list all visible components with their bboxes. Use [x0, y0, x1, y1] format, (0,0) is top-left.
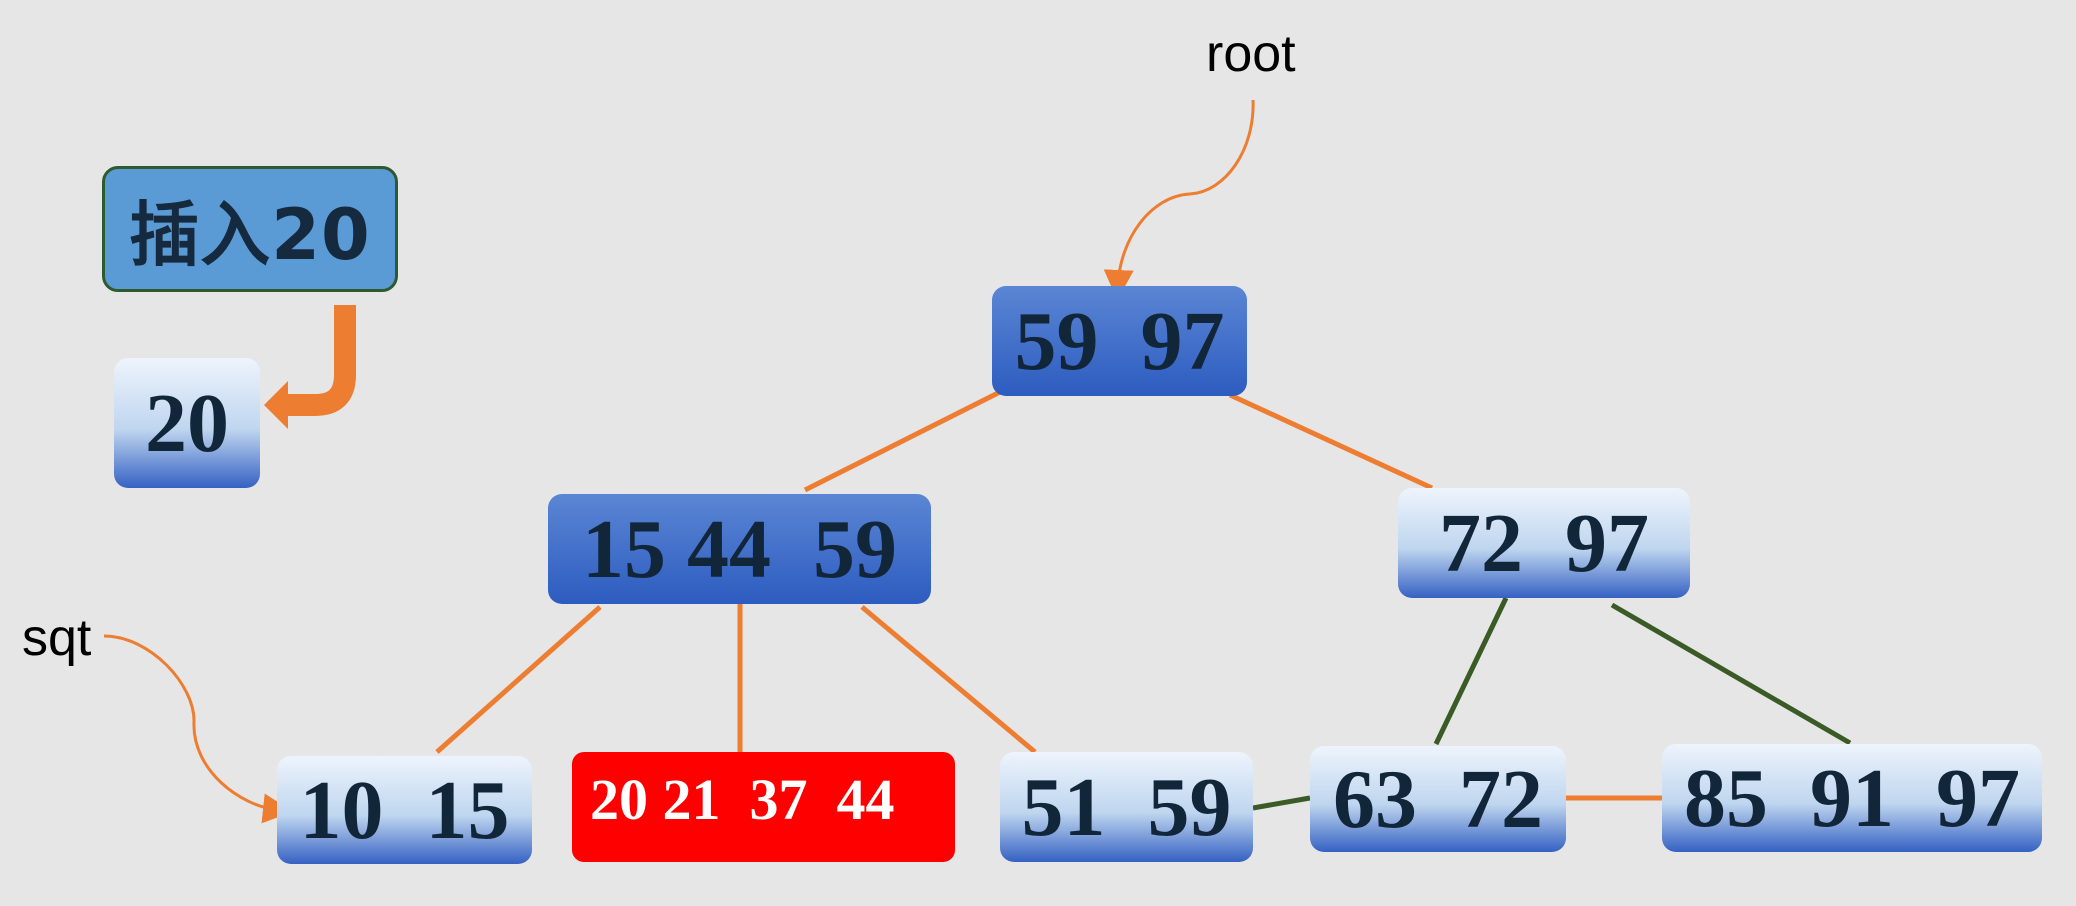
- edge-right-leaf5: [1610, 602, 1852, 746]
- new-key-node: 20: [114, 358, 260, 488]
- insert-arrow: [280, 305, 356, 416]
- leaf-node-4: 63 72: [1310, 746, 1566, 852]
- leaf-node-1: 10 15: [277, 756, 532, 864]
- leaf-node-5: 85 91 97: [1662, 744, 2042, 852]
- leaf-node-3: 51 59: [1000, 752, 1253, 862]
- insert-operation-box: 插入20: [102, 166, 398, 292]
- sqt-pointer-arrow: [103, 634, 293, 824]
- insert-arrowhead: [264, 381, 288, 429]
- root-node: 59 97: [992, 286, 1247, 396]
- edge-root-right: [1228, 392, 1434, 491]
- leaf-node-2-inserted: 20 21 37 44: [572, 752, 955, 862]
- root-pointer-arrow: [1103, 99, 1255, 300]
- edge-right-leaf4: [1433, 596, 1509, 746]
- internal-node-right: 72 97: [1398, 488, 1690, 598]
- root-label: root: [1206, 25, 1296, 83]
- edge-left-leaf3: [860, 605, 1037, 754]
- internal-node-left: 15 44 59: [548, 494, 931, 604]
- edge-root-left: [803, 389, 1002, 493]
- sqt-label: sqt: [22, 609, 92, 667]
- edge-leaf3-leaf4: [1252, 795, 1311, 811]
- edge-left-leaf1: [435, 605, 602, 754]
